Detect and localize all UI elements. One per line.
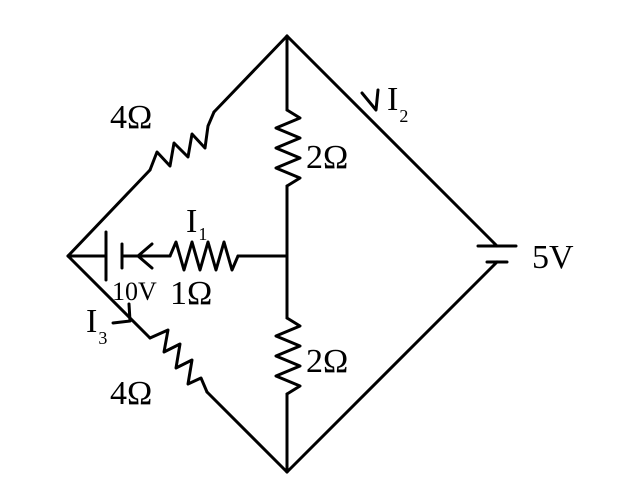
resistor-upper-middle [274,108,302,188]
label-resistor-middle-branch: 1Ω [170,275,212,312]
label-current-i1: I1 [186,203,207,244]
arrow-i3-icon [111,302,132,325]
label-resistor-lower-left: 4Ω [110,375,152,412]
resistor-upper-left [148,110,216,172]
label-resistor-upper-left: 4Ω [110,99,152,136]
resistor-lower-left [148,328,209,394]
wire-bottom-to-lower-resistor [205,390,289,474]
resistor-lower-middle [274,316,302,396]
label-battery-10v: 10V [112,277,157,306]
label-resistor-lower-middle: 2Ω [306,343,348,380]
arrow-i2-icon [360,88,380,112]
resistor-middle-branch [168,240,240,272]
wire-left-to-upper-resistor [66,168,152,258]
wire-right-battery-to-bottom [285,260,499,474]
label-battery-5v: 5V [532,239,574,276]
label-current-i2: I2 [387,81,408,126]
label-resistor-upper-middle: 2Ω [306,139,348,176]
wire-lower-resistor-to-left [66,254,152,340]
wire-top-to-right-battery [285,34,499,248]
label-current-i3: I3 [86,303,107,348]
arrow-i1-icon [136,242,154,270]
wire-upper-resistor-to-top [212,34,289,114]
